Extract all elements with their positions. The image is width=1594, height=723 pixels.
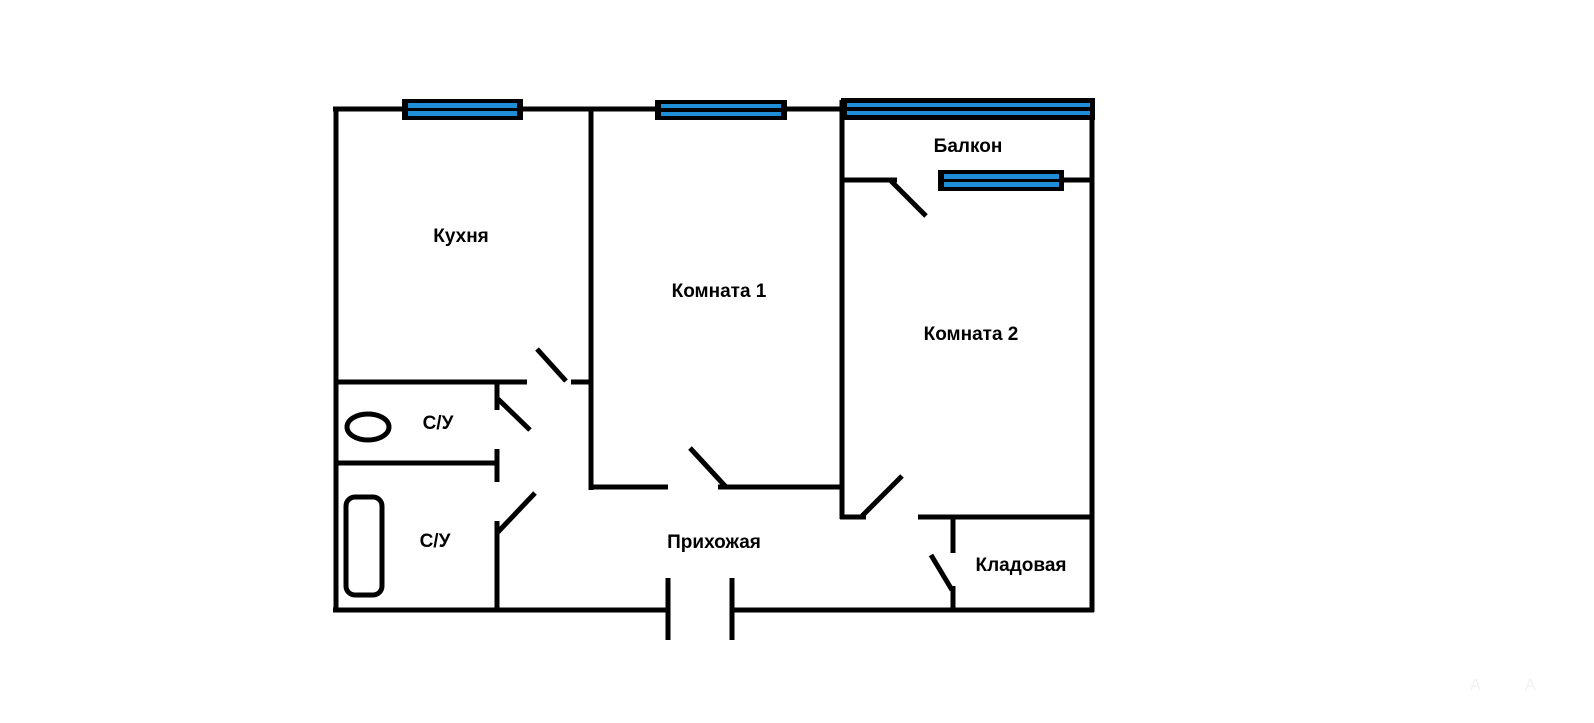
label-kitchen: Кухня [433, 226, 489, 247]
window-frame [402, 99, 523, 120]
label-room1: Комната 1 [672, 281, 767, 302]
doors [496, 178, 955, 640]
room2-window [938, 170, 1064, 191]
window-glass [408, 111, 517, 116]
room1-window [655, 100, 787, 120]
label-balcony: Балкон [934, 136, 1003, 157]
storage-door[interactable] [928, 553, 955, 592]
label-room2: Комната 2 [924, 324, 1019, 345]
label-storage: Кладовая [976, 555, 1067, 576]
toilet-icon [344, 411, 392, 443]
label-bathroom2: С/У [420, 531, 451, 552]
interior-walls [334, 100, 1094, 612]
fixtures [343, 411, 392, 598]
window-glass [661, 112, 781, 116]
window-glass [661, 104, 781, 108]
window-glass [944, 174, 1059, 179]
kitchen-door[interactable] [535, 347, 568, 383]
window-frame [938, 170, 1064, 191]
bathtub-icon [343, 494, 385, 598]
label-hallway: Прихожая [667, 532, 761, 553]
window-frame [841, 98, 1095, 120]
room2-door[interactable] [860, 474, 904, 518]
balcony-door[interactable] [888, 178, 928, 218]
room1-door[interactable] [688, 446, 728, 489]
windows [402, 98, 1095, 191]
watermark-mark: A [1470, 677, 1481, 694]
kitchen-window [402, 99, 523, 120]
bathroom2-door[interactable] [496, 491, 537, 534]
watermark-mark: A [1525, 677, 1536, 694]
window-glass [847, 103, 1090, 107]
window-frame [655, 100, 787, 120]
window-glass [847, 111, 1090, 115]
balcony-window [841, 98, 1095, 120]
label-bathroom1: С/У [423, 413, 454, 434]
window-glass [408, 103, 517, 108]
room-labels: Кухня Комната 1 Комната 2 Балкон С/У С/У… [420, 136, 1067, 576]
exterior-walls [333, 100, 1095, 613]
bathroom1-door[interactable] [496, 397, 532, 432]
window-glass [944, 182, 1059, 187]
watermark: A A [1470, 677, 1536, 694]
